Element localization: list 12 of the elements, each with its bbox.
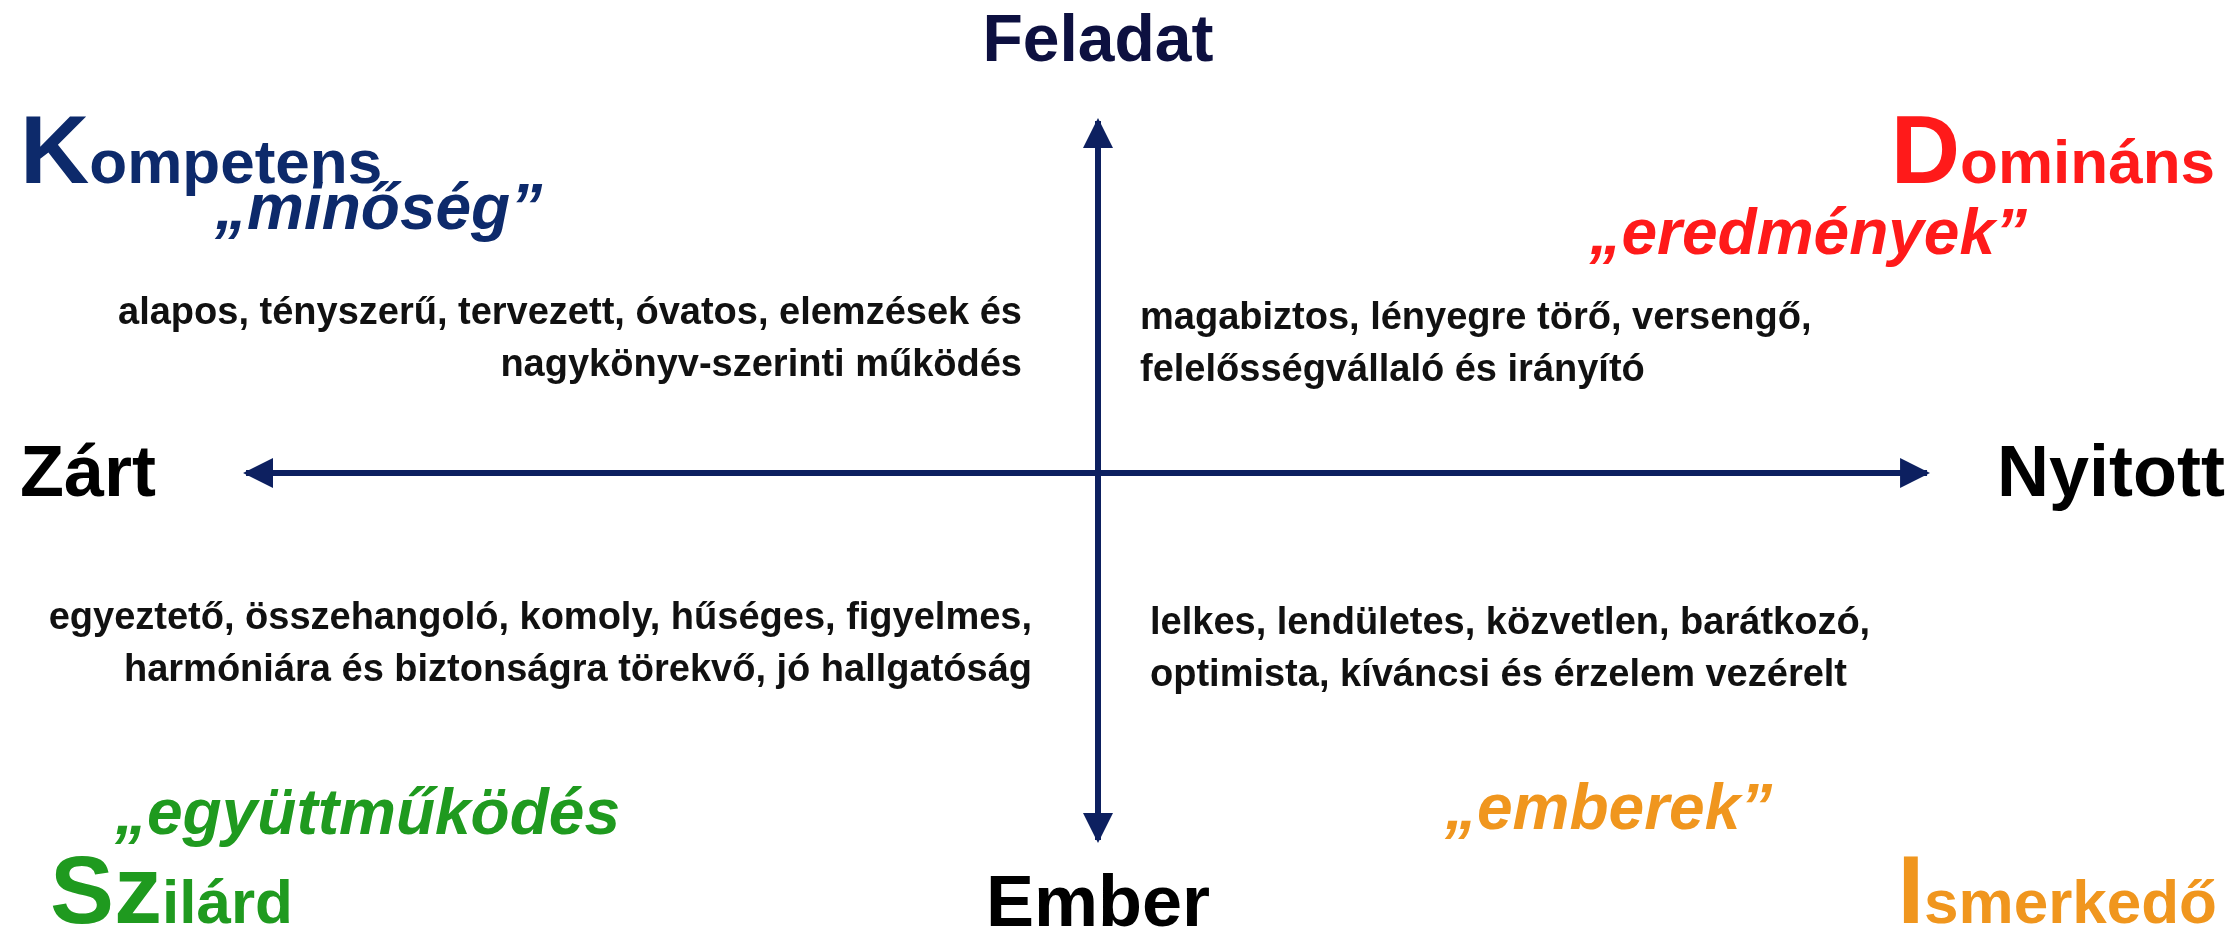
axis-label: Ember — [985, 860, 1211, 942]
axis-arrow — [243, 458, 1931, 488]
axis-label: Nyitott — [1997, 430, 2225, 512]
axis-label: Feladat — [982, 0, 1214, 76]
trait-text: magabiztos, lényegre törő, versengő, felelősségvállaló és irányító — [1140, 294, 1813, 391]
type-motto: „emberek” — [1445, 770, 1773, 844]
trait-text: alapos, tényszerű, tervezett, óvatos, elemzések és nagykönyv-szerinti működés — [117, 289, 1022, 386]
axis-label: Zárt — [20, 430, 157, 512]
trait-text: egyeztető, összehangoló, komoly, hűséges, figyelmes, harmóniára és biztonságra törekvő, jó hallgatóság — [47, 594, 1032, 691]
axis-arrow — [1083, 118, 1113, 843]
trait-text: lelkes, lendületes, közvetlen, barátkozó, optimista, kíváncsi és érzelem vezérelt — [1150, 599, 1872, 696]
type-title: Ismerkedő — [1897, 835, 2217, 945]
